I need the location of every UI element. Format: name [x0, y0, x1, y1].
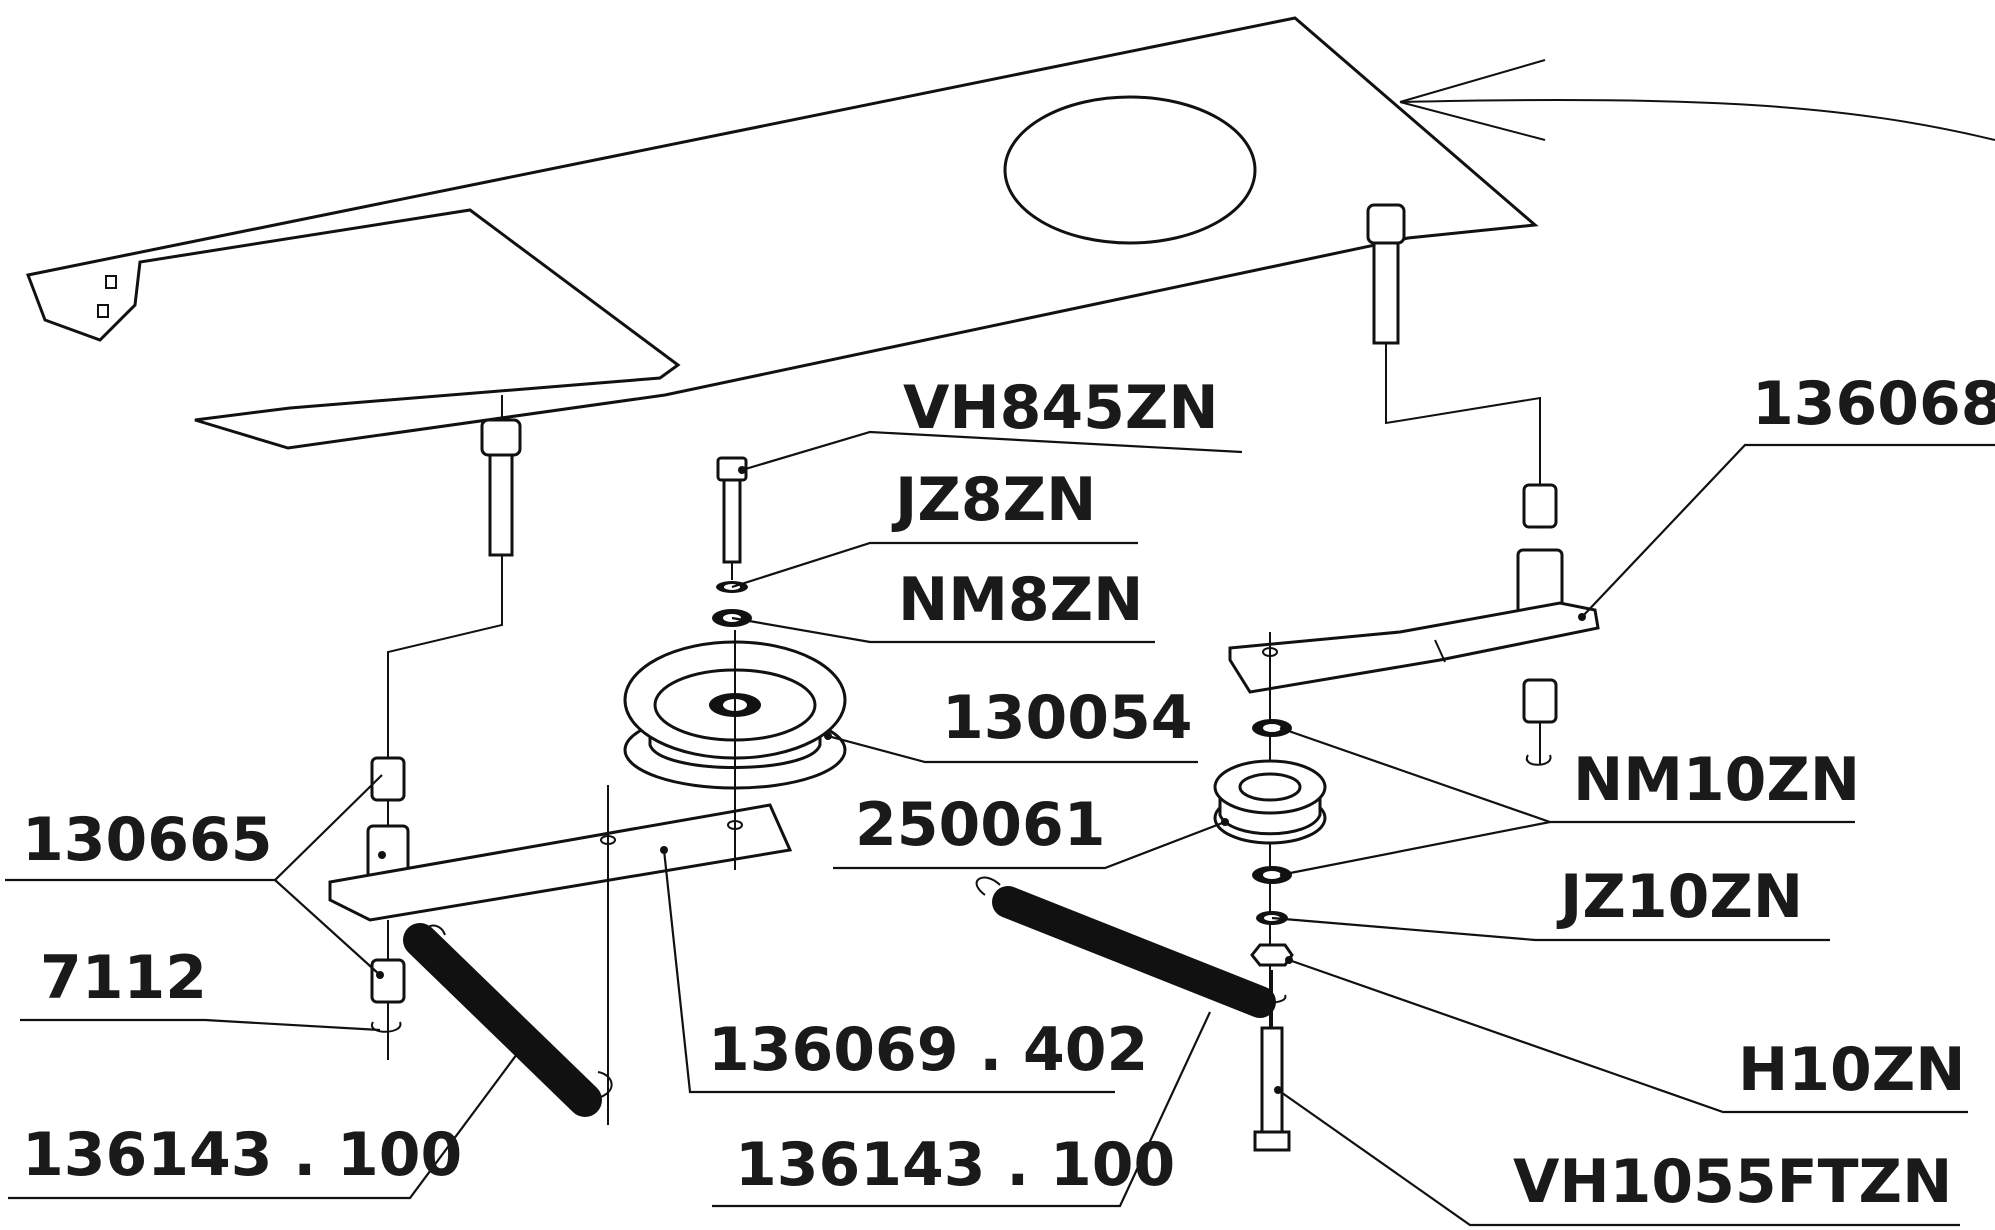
label-jz8zn: JZ8ZN	[891, 465, 1096, 535]
left-bolt	[387, 395, 522, 760]
label-136143-100-left: 136143 . 100	[22, 1120, 462, 1190]
label-136068: 136068	[1752, 369, 1995, 439]
right-bolt	[1366, 203, 1541, 485]
spacer-130665-lower	[370, 851, 406, 1060]
label-nm10zn: NM10ZN	[1573, 745, 1860, 815]
washer-nm10zn-upper	[1252, 719, 1292, 737]
label-vh845zn: VH845ZN	[903, 373, 1219, 443]
label-250061: 250061	[855, 790, 1106, 860]
pulley-250061	[1213, 759, 1327, 845]
deck-plate	[25, 16, 1539, 450]
spring-left	[403, 923, 613, 1117]
label-nm8zn: NM8ZN	[898, 565, 1143, 635]
label-130665: 130665	[22, 805, 273, 875]
bracket-136068	[1228, 483, 1600, 1150]
label-vh1055ftzn: VH1055FTZN	[1513, 1147, 1952, 1217]
label-7112: 7112	[40, 943, 207, 1013]
part-labels: VH845ZN JZ8ZN NM8ZN 130054 136068 NM10ZN…	[22, 369, 1995, 1217]
belt-lines	[1399, 59, 1995, 141]
label-jz10zn: JZ10ZN	[1556, 862, 1803, 932]
leader-lines	[5, 430, 1995, 1227]
spring-right	[975, 876, 1276, 1018]
bolt-vh1055ftzn	[1253, 1026, 1291, 1152]
label-h10zn: H10ZN	[1738, 1035, 1965, 1105]
label-130054: 130054	[942, 683, 1193, 753]
label-136143-100-right: 136143 . 100	[735, 1130, 1175, 1200]
label-136069-402: 136069 . 402	[708, 1015, 1148, 1085]
bolt-vh845zn	[716, 456, 748, 580]
washer-nm10zn-lower	[1252, 866, 1292, 884]
pulley-130054	[623, 630, 847, 870]
